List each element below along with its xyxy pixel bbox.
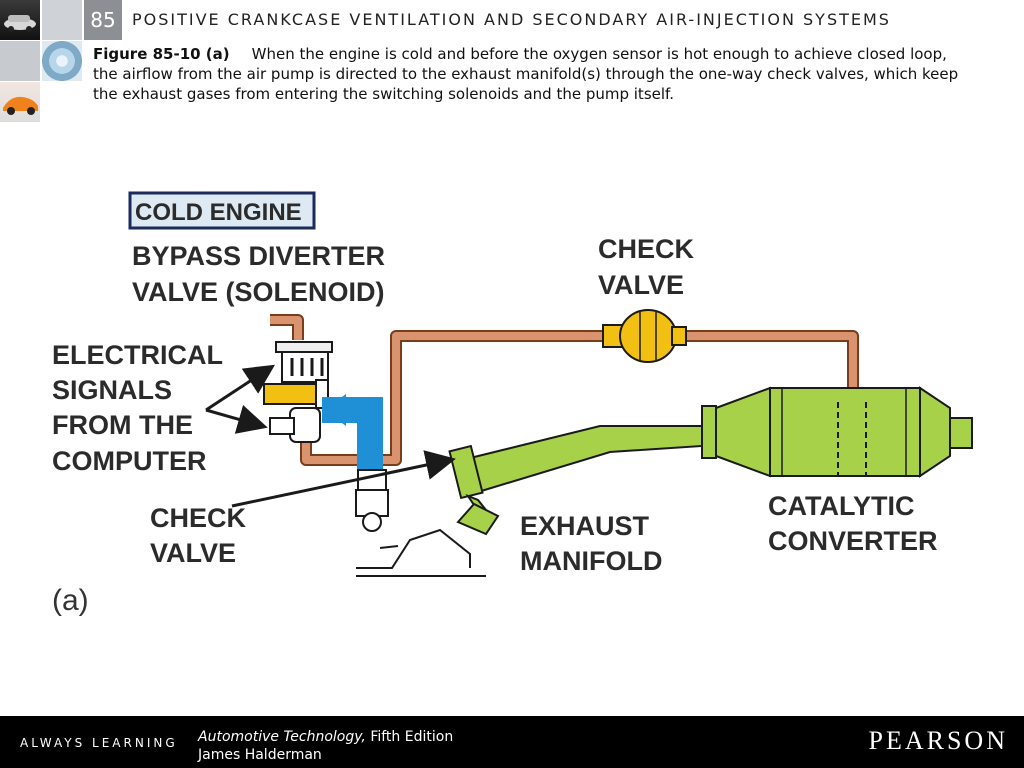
catalytic-converter [701, 386, 973, 478]
check-valve-bottom-label-1: CHECK [150, 503, 247, 533]
book-title: Automotive Technology, [198, 729, 366, 745]
chapter-title: POSITIVE CRANKCASE VENTILATION AND SECON… [132, 10, 891, 29]
signals-label-3: FROM THE [52, 410, 193, 440]
figure-caption: Figure 85-10 (a)When the engine is cold … [93, 44, 973, 104]
slide-header: 85 POSITIVE CRANKCASE VENTILATION AND SE… [0, 0, 1024, 122]
gray-thumbnail [0, 41, 40, 81]
figure-caption-text: When the engine is cold and before the o… [93, 45, 959, 103]
car-thumbnail [0, 0, 40, 40]
pointer-arrows [205, 364, 456, 508]
footer-tagline: ALWAYS LEARNING [20, 736, 178, 750]
signals-label-1: ELECTRICAL [52, 340, 223, 370]
signals-label-2: SIGNALS [52, 375, 172, 405]
check-valve-bottom-label-2: VALVE [150, 538, 236, 568]
diagram-svg: COLD ENGINE BYPASS DIVERTER VALVE (SOLEN… [52, 191, 973, 617]
book-author: James Halderman [198, 747, 322, 763]
cold-engine-box [128, 191, 316, 230]
air-injection-diagram: COLD ENGINE BYPASS DIVERTER VALVE (SOLEN… [0, 170, 1024, 630]
check-valve-top-label-2: VALVE [598, 270, 684, 300]
check-valve-top-label-1: CHECK [598, 234, 695, 264]
air-flow-arrow [324, 394, 346, 426]
gray-thumbnail [42, 0, 82, 40]
air-pipe [270, 314, 859, 466]
catalytic-converter-label-1: CATALYTIC [768, 491, 915, 521]
bypass-valve-label-1: BYPASS DIVERTER [132, 241, 385, 271]
exhaust-pipe [448, 425, 703, 536]
slide-footer: ALWAYS LEARNING Automotive Technology, F… [0, 716, 1024, 768]
publisher-logo: PEARSON [868, 726, 1008, 755]
chapter-number: 85 [84, 0, 122, 40]
exhaust-manifold-label-1: EXHAUST [520, 511, 650, 541]
manifold-base [356, 528, 486, 577]
bypass-valve-label-2: VALVE (SOLENOID) [132, 277, 385, 307]
bypass-diverter-solenoid [263, 341, 333, 443]
book-info: Automotive Technology, Fifth Edition Jam… [198, 728, 453, 764]
sportscar-thumbnail [0, 82, 40, 122]
panel-label: (a) [52, 584, 89, 617]
catalytic-converter-label-2: CONVERTER [768, 526, 938, 556]
check-valve-top [602, 309, 687, 363]
header-thumbnails [0, 0, 84, 122]
cold-engine-label: COLD ENGINE [135, 199, 302, 226]
signals-label-4: COMPUTER [52, 446, 207, 476]
wheel-thumbnail [42, 41, 82, 81]
exhaust-manifold-label-2: MANIFOLD [520, 546, 662, 576]
figure-label: Figure 85-10 (a) [93, 45, 230, 63]
book-edition: Fifth Edition [370, 729, 454, 745]
